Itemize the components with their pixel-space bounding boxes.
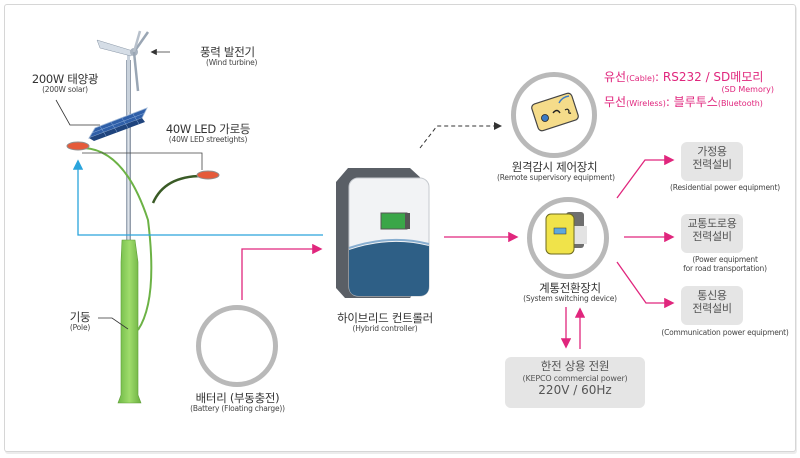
switching-label-en: (System switching device) [523, 294, 617, 304]
wireless-value-ko: : 블루투스 [665, 94, 718, 109]
residential-ko-1: 가정용 [697, 145, 727, 158]
controller-label-ko: 하이브리드 컨트롤러 [337, 311, 433, 325]
wind-turbine-label: 풍력 발전기 (Wind turbine) [200, 45, 280, 68]
switching-to-residential-arrow [616, 154, 675, 199]
remote-monitor-icon [531, 92, 579, 132]
battery-label: 배터리 (부동충전) (Battery (Floating charge)) [180, 391, 295, 414]
road-en: (Power equipment for road transportation… [660, 255, 790, 273]
pole-callout [98, 317, 129, 330]
pole-lower-shaft [117, 239, 142, 404]
road-ko-1: 교통도로용 [687, 217, 737, 230]
wireless-line: 무선(Wireless): 블루투스(Bluetooth) [604, 94, 794, 110]
kepco-ko: 한전 상용 전원 [540, 359, 610, 373]
communication-box: 통신용 전력설비 [681, 286, 743, 325]
kepco-spec: 220V / 60Hz [538, 383, 612, 398]
cable-ko: 유선 [604, 70, 627, 84]
road-box: 교통도로용 전력설비 [681, 214, 743, 253]
wireless-ko: 무선 [604, 94, 627, 109]
remote-label-en: (Remote supervisory equipment) [497, 173, 615, 183]
controller-label: 하이브리드 컨트롤러 (Hybrid controller) [330, 311, 440, 334]
solar-label: 200W 태양광 (200W solar) [20, 72, 110, 95]
wind-turbine-label-en: (Wind turbine) [206, 58, 258, 68]
battery-to-controller-arrow [241, 243, 323, 300]
wireless-en: (Wireless) [626, 98, 666, 108]
remote-label: 원격감시 제어장치 (Remote supervisory equipment) [497, 160, 615, 183]
solar-label-en: (200W solar) [42, 85, 88, 95]
switching-label-ko: 계통전환장치 [539, 281, 601, 295]
lamp-arm-left [83, 147, 153, 331]
streetlights-label: 40W LED 가로등 (40W LED streetights) [158, 122, 258, 145]
cable-en: (Cable) [626, 74, 656, 83]
switching-device-icon [545, 212, 587, 255]
sd-memory-en: (SD Memory) [721, 84, 774, 94]
streetlight-left-icon [66, 141, 90, 151]
wind-turbine-label-ko: 풍력 발전기 [200, 45, 255, 59]
streetlight-callout [82, 152, 203, 170]
comms-spec: 유선(Cable): RS232 / SD메모리 (SD Memory) 무선(… [604, 70, 794, 110]
streetlight-right-icon [196, 170, 220, 180]
communication-ko-1: 통신용 [697, 289, 727, 302]
remote-label-ko: 원격감시 제어장치 [511, 160, 598, 174]
wireless-value-en: (Bluetooth) [717, 98, 763, 108]
pole-label: 기둥 (Pole) [62, 310, 98, 333]
battery-ring [196, 305, 278, 387]
communication-en: (Communication power equipment) [661, 328, 789, 337]
switching-to-communication-arrow [616, 261, 675, 309]
residential-ko-2: 전력설비 [692, 158, 732, 172]
road-ko-2: 전력설비 [692, 230, 732, 244]
communication-ko-2: 전력설비 [692, 302, 732, 316]
kepco-power-box: 한전 상용 전원 (KEPCO commercial power) 220V /… [505, 357, 645, 408]
controller-to-remote-arrow [419, 122, 502, 149]
switching-label: 계통전환장치 (System switching device) [515, 281, 625, 304]
battery-label-en: (Battery (Floating charge)) [190, 404, 285, 414]
cable-line: 유선(Cable): RS232 / SD메모리 [604, 70, 794, 85]
streetlights-label-en: (40W LED streetights) [168, 135, 248, 145]
street-light-pole-illustration [66, 30, 220, 404]
residential-box: 가정용 전력설비 [681, 142, 743, 181]
solar-label-ko: 200W 태양광 [31, 72, 99, 86]
pole-upper-shaft [126, 60, 131, 240]
hybrid-controller-icon [336, 168, 430, 298]
residential-en: (Residential power equipment) [670, 183, 780, 192]
kepco-en: (KEPCO commercial power) [522, 373, 628, 383]
road-en-1: (Power equipment [692, 255, 758, 264]
streetlights-label-ko: 40W LED 가로등 [165, 122, 251, 136]
wind-turbine-icon [96, 30, 150, 112]
solar-panel-icon [88, 107, 148, 141]
road-en-2: for road transportation) [683, 263, 767, 273]
pole-label-ko: 기둥 [69, 310, 91, 324]
controller-label-en: (Hybrid controller) [352, 324, 418, 334]
cable-value: : RS232 / SD메모리 [655, 70, 764, 84]
controller-to-streetlight-line [72, 159, 323, 236]
battery-label-ko: 배터리 (부동충전) [195, 391, 280, 405]
pole-label-en: (Pole) [69, 323, 91, 333]
solar-callout [55, 99, 100, 126]
